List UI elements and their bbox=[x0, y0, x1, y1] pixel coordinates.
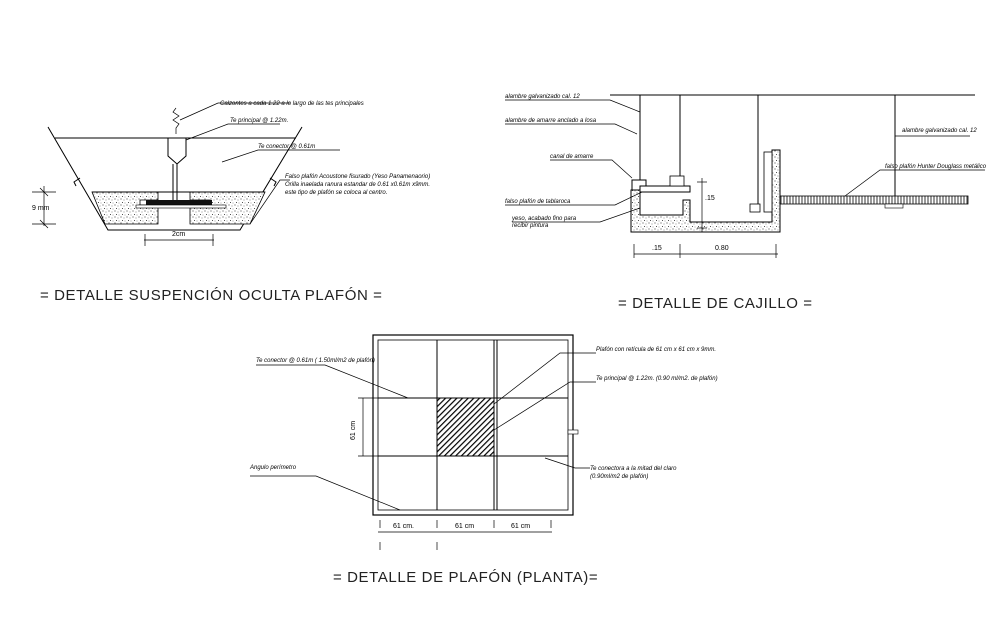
clip-left bbox=[73, 177, 81, 187]
title-planta: = DETALLE DE PLAFÓN (PLANTA)= bbox=[333, 569, 598, 586]
plan-inner bbox=[377, 339, 569, 511]
dim-9mm-slash-bottom bbox=[39, 219, 49, 229]
hunter-clip bbox=[884, 203, 904, 209]
planta-detail: 61 cm 61 cm. 61 cm 61 cm Te conector @ 0… bbox=[249, 334, 718, 586]
clip-right bbox=[269, 177, 277, 187]
note-te-conectora-1: Te conectora a la mitad del claro bbox=[590, 466, 677, 472]
leader-alambre-left bbox=[505, 99, 641, 113]
note-reticula: Plafón con retícula de 61 cm x 61 cm x 9… bbox=[596, 347, 716, 353]
cajillo-shell bbox=[630, 149, 781, 233]
note-falso-1: Falso plafón Acoustone fisurado (Yeso Pa… bbox=[285, 174, 430, 180]
suspension-detail: 9 mm 2cm Calzontes a cada 1.22 a lo larg… bbox=[32, 101, 430, 304]
panel-black bbox=[146, 200, 212, 205]
cajillo-detail: .15 .15 0.80 alambre galvanizado cal. 12… bbox=[505, 94, 987, 312]
canal-amarre bbox=[631, 179, 647, 191]
hanger-body bbox=[167, 137, 187, 165]
leader-tablaroca bbox=[505, 191, 643, 206]
leader-alambre-amarre bbox=[505, 123, 638, 135]
cajillo-post bbox=[763, 151, 773, 213]
leader-angulo bbox=[250, 475, 401, 511]
cajillo-clip-right bbox=[749, 203, 761, 213]
hunter-douglas-panel bbox=[779, 195, 969, 205]
dim-15-vertical: .15 bbox=[705, 195, 715, 202]
note-angulo: Angulo perímetro bbox=[249, 465, 297, 471]
edge-clip bbox=[567, 429, 579, 435]
dim-9mm-text: 9 mm bbox=[32, 205, 50, 212]
leader-te-conector bbox=[256, 364, 409, 399]
cajillo-clip-left bbox=[669, 175, 685, 187]
note-alambre-amarre: alambre de amarre anclado a losa bbox=[505, 118, 597, 124]
note-falso-2: Orilla inaelada ranura estandar de 0.61 … bbox=[285, 182, 430, 188]
dim-2cm-text: 2cm bbox=[172, 231, 185, 238]
hatched-panel bbox=[436, 397, 495, 457]
leader-reticula bbox=[493, 352, 596, 405]
hanger-wire bbox=[172, 107, 180, 134]
note-te-principal: Te principal @ 1.22m. bbox=[230, 118, 288, 124]
dim-9mm-slash-top bbox=[39, 187, 49, 197]
leader-canal bbox=[550, 159, 633, 179]
note-canal: canal de amarre bbox=[550, 154, 594, 160]
note-yeso-1: yeso, acabado fino para bbox=[511, 216, 577, 222]
leader-te-conectora bbox=[544, 457, 590, 469]
note-hunter: falso plafón Hunter Douglass metálico bbox=[885, 164, 987, 170]
note-yeso-2: recibir pintura bbox=[512, 223, 549, 229]
leader-te-principal bbox=[493, 381, 596, 431]
leader-te-principal bbox=[185, 123, 280, 141]
note-tablaroca: falso plafón de tablaroca bbox=[505, 199, 571, 205]
title-suspension: = DETALLE SUSPENCIÓN OCULTA PLAFÓN = bbox=[40, 287, 383, 304]
dim-bottom-2: 61 cm bbox=[455, 523, 474, 530]
leader-falso-plafon bbox=[249, 179, 290, 225]
dim-bottom-1: 61 cm. bbox=[393, 523, 414, 530]
note-calzontes: Calzontes a cada 1.22 a lo largo de las … bbox=[220, 101, 364, 107]
title-cajillo: = DETALLE DE CAJILLO = bbox=[618, 295, 813, 312]
dim-61-vertical-text: 61 cm bbox=[350, 421, 357, 440]
note-te-principal: Te principal @ 1.22m. (0.90 ml/m2. de pl… bbox=[596, 376, 718, 382]
leader-hunter bbox=[844, 169, 985, 197]
dim-15-text: .15 bbox=[652, 245, 662, 252]
panel-runner bbox=[135, 204, 227, 209]
leader-calzontes bbox=[179, 102, 290, 121]
dim-bottom-3: 61 cm bbox=[511, 523, 530, 530]
note-te-conector: Te conector @ 0.61m bbox=[258, 144, 315, 150]
dim-080-text: 0.80 bbox=[715, 245, 729, 252]
leader-yeso bbox=[512, 207, 641, 223]
cajillo-ledge bbox=[639, 185, 691, 193]
leader-te-conector bbox=[221, 149, 340, 163]
note-alambre-left: alambre galvanizado cal. 12 bbox=[505, 94, 580, 100]
note-te-conectora-2: (0.90ml/m2 de plafón) bbox=[590, 474, 648, 480]
note-falso-3: este tipo de plafón se coloca al centro. bbox=[285, 190, 387, 196]
note-alambre-right: alambre galvanizado cal. 12 bbox=[902, 128, 977, 134]
note-te-conector: Te conector @ 0.61m ( 1.50ml/m2 de plafó… bbox=[256, 358, 375, 364]
